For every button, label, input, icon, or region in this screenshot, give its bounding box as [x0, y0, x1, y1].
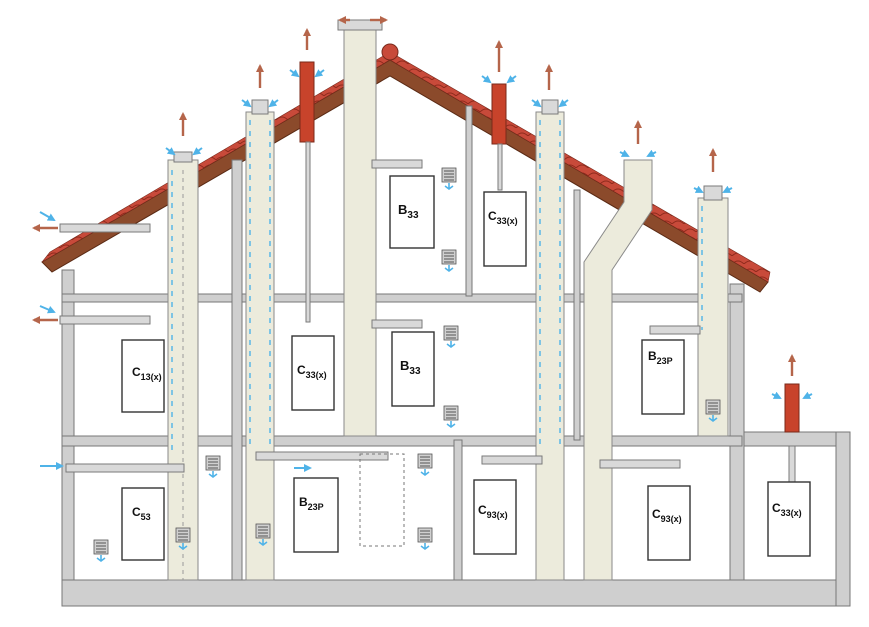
boiler-label-c33-annex: C33(x) [772, 501, 802, 518]
boiler-label-b23p-bottom: B23P [299, 495, 324, 512]
intake-arrow-icon [722, 185, 733, 193]
boiler-c33-left: C33(x) [291, 335, 335, 411]
intake-arrow-icon [646, 149, 657, 157]
vent-grille-icon [443, 405, 459, 428]
intake-arrow-icon [506, 75, 517, 84]
boiler-label-b33-top: B33 [398, 202, 419, 221]
boiler-b23p-bottom: B23P [293, 453, 405, 553]
boiler-label-c33-top: C33(x) [488, 209, 518, 226]
intake-arrow-icon [802, 391, 813, 399]
vent-grille-icon [443, 325, 459, 348]
vent-grille-icon [93, 539, 109, 562]
flue-ducts [167, 19, 800, 581]
intake-arrow-icon [289, 69, 300, 78]
intake-arrow-icon [619, 149, 630, 157]
boiler-b33-top: B33 [389, 175, 435, 249]
boilers: C13(x) C33(x) B33 C33(x) B33 B23P C53 B [121, 175, 811, 561]
intake-arrow-icon [241, 99, 252, 108]
boiler-c33-annex: C33(x) [767, 481, 811, 557]
intake-arrow-icon [481, 75, 492, 84]
boiler-label-c93-left: C93(x) [478, 503, 508, 520]
intake-arrow-icon [531, 99, 542, 108]
boiler-label-c33-left: C33(x) [297, 363, 327, 380]
vent-grille-icon [441, 167, 457, 190]
vent-grille-icon [205, 455, 221, 478]
intake-arrow-icon [39, 211, 56, 221]
intake-arrow-icon [165, 147, 176, 156]
boiler-label-c53: C53 [132, 505, 151, 522]
boiler-label-b23p-right: B23P [648, 349, 673, 366]
intake-arrow-icon [314, 69, 325, 78]
exhaust-arrows [32, 16, 796, 376]
intake-arrow-icon [192, 147, 203, 156]
boiler-b23p-right: B23P [641, 339, 685, 415]
boiler-c33-top: C33(x) [483, 191, 527, 267]
boiler-c13: C13(x) [121, 339, 165, 413]
air-flow-paths [171, 120, 703, 450]
boiler-label-c93-right: C93(x) [652, 507, 682, 524]
boiler-label-b33-mid: B33 [400, 358, 421, 377]
intake-arrows [39, 69, 813, 472]
building-walls [41, 43, 851, 607]
boiler-c93-left: C93(x) [473, 479, 517, 555]
intake-arrow-icon [268, 99, 279, 108]
intake-arrow-icon [558, 99, 569, 108]
intake-arrow-icon [39, 305, 56, 314]
intake-arrow-icon [771, 391, 782, 399]
vent-grille-icon [417, 527, 433, 550]
intake-arrow-icon [693, 185, 704, 193]
vent-grille-icon [417, 453, 433, 476]
boiler-b33-mid: B33 [391, 331, 435, 407]
vent-grille-icon [441, 249, 457, 272]
boiler-label-c13: C13(x) [132, 365, 162, 382]
boiler-c93-right: C93(x) [647, 485, 691, 561]
connection-pipes [59, 159, 701, 473]
boiler-c53: C53 [121, 487, 165, 561]
